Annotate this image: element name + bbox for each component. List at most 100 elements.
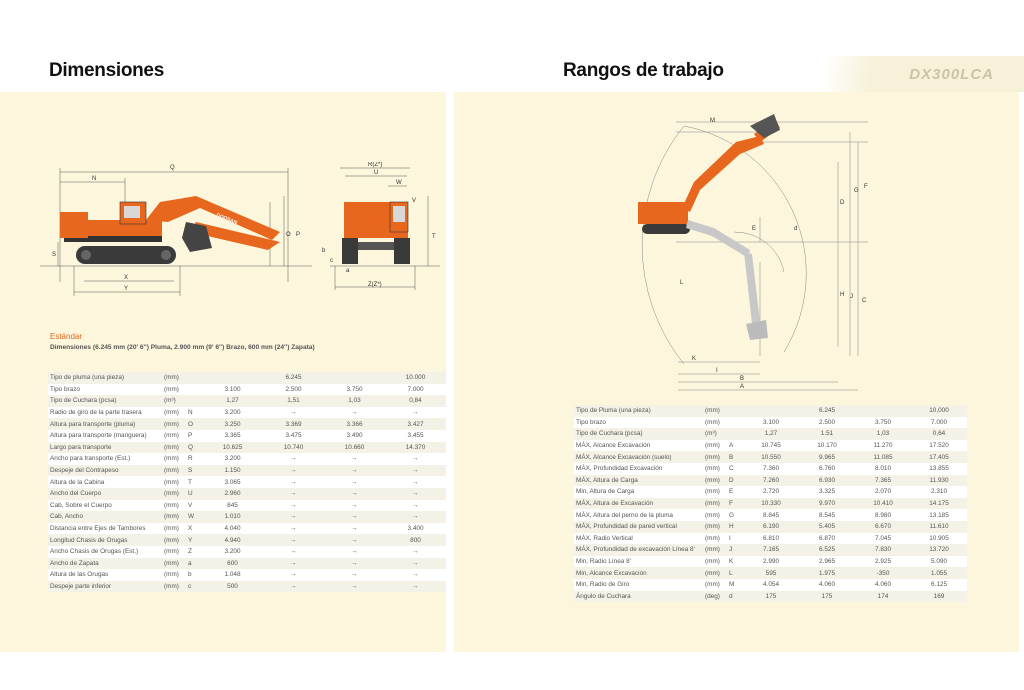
table-cell: Altura para transporte (manguera) [48, 429, 162, 442]
page-title-dimensiones: Dimensiones [49, 60, 164, 81]
table-cell: 7.000 [385, 383, 446, 396]
table-cell: Altura de las Orugas [48, 569, 162, 581]
table-cell: (mm) [703, 416, 727, 429]
table-cell: → [324, 476, 385, 488]
label-q: Q [170, 165, 175, 171]
table-cell: S [186, 464, 202, 477]
table-cell: 174 [855, 590, 911, 603]
table-cell: → [263, 453, 324, 465]
page-title-rangos: Rangos de trabajo [563, 60, 724, 81]
table-cell: 4.060 [855, 578, 911, 591]
table-cell: 10.745 [743, 439, 799, 452]
table-cell: N [186, 406, 202, 419]
table-cell: 7.165 [743, 544, 799, 556]
table-cell: L [727, 567, 743, 579]
table-cell: 10.740 [263, 441, 324, 454]
table-cell: → [324, 487, 385, 500]
table-cell: (mm) [162, 511, 186, 523]
side-view-diagram: DOOSAN Q N O P S X Y [40, 162, 440, 296]
table-cell: 595 [743, 567, 799, 579]
table-cell: → [263, 534, 324, 546]
table-cell: 10.410 [855, 497, 911, 510]
range-upper-body [638, 202, 688, 224]
table-cell: 2.965 [799, 555, 855, 568]
table-cell: Radio de giro de la parte trasera [48, 406, 162, 419]
table-cell: 1,27 [743, 428, 799, 440]
table-cell: → [385, 569, 446, 581]
table-cell: 8.980 [855, 509, 911, 521]
table-cell: 10.625 [202, 441, 263, 454]
table-cell: (mm) [162, 534, 186, 546]
table-cell: D [727, 474, 743, 487]
table-cell [727, 416, 743, 429]
table-cell: Tipo brazo [48, 383, 162, 396]
table-cell: (mm) [703, 544, 727, 556]
table-cell: Altura de la Cabina [48, 476, 162, 488]
table-cell: (mm) [162, 499, 186, 512]
table-cell: 4.060 [799, 578, 855, 591]
table-cell: (mm) [162, 429, 186, 442]
table-cell [186, 383, 202, 396]
table-cell: (mm) [703, 555, 727, 568]
table-cell [186, 372, 202, 384]
range-boom-lowered [686, 220, 750, 258]
table-cell: (mm) [703, 532, 727, 545]
table-cell: 5.405 [799, 520, 855, 533]
table-cell: 7.045 [855, 532, 911, 545]
table-cell: 3.427 [385, 418, 446, 430]
table-cell: → [324, 464, 385, 477]
table-cell: → [324, 453, 385, 465]
table-cell: 2.310 [911, 486, 967, 498]
range-label-d: D [840, 200, 845, 206]
table-cell: 17.405 [911, 451, 967, 463]
table-cell: → [385, 499, 446, 512]
table-cell: 2.500 [263, 383, 324, 396]
table-cell: 6.760 [799, 462, 855, 475]
table-cell: A [727, 439, 743, 452]
range-label-c: C [862, 298, 867, 304]
label-t: T [432, 234, 436, 240]
table-cell: Tipo de Cuchara (pcsa) [574, 428, 703, 440]
table-cell: → [324, 534, 385, 546]
table-cell: 10.905 [911, 532, 967, 545]
table-cell: 500 [202, 580, 263, 593]
range-label-k: K [692, 356, 696, 362]
table-cell: 11.610 [911, 520, 967, 533]
range-label-b: B [740, 376, 744, 382]
table-cell: → [263, 464, 324, 477]
table-cell: 600 [202, 557, 263, 570]
table-cell: MÁX, Profundidad de excavación Línea 8' [574, 544, 703, 556]
table-cell: 1,51 [263, 395, 324, 407]
table-cell: → [263, 476, 324, 488]
table-cell: 2.070 [855, 486, 911, 498]
table-cell: C [727, 462, 743, 475]
table-cell: → [385, 406, 446, 419]
table-cell: 10.660 [324, 441, 385, 454]
table-cell: MÁX, Profundidad de pared vertical [574, 520, 703, 533]
table-cell: 800 [385, 534, 446, 546]
table-cell: 3.750 [855, 416, 911, 429]
table-cell: (mm) [703, 497, 727, 510]
label-x: X [124, 275, 128, 281]
table-cell: Tipo de Cuchara (pcsa) [48, 395, 162, 407]
table-cell: 3.100 [743, 416, 799, 429]
table-cell: → [324, 545, 385, 558]
table-cell: (mm) [703, 486, 727, 498]
table-cell: G [727, 509, 743, 521]
table-cell: → [324, 499, 385, 512]
table-cell: 5.090 [911, 555, 967, 568]
